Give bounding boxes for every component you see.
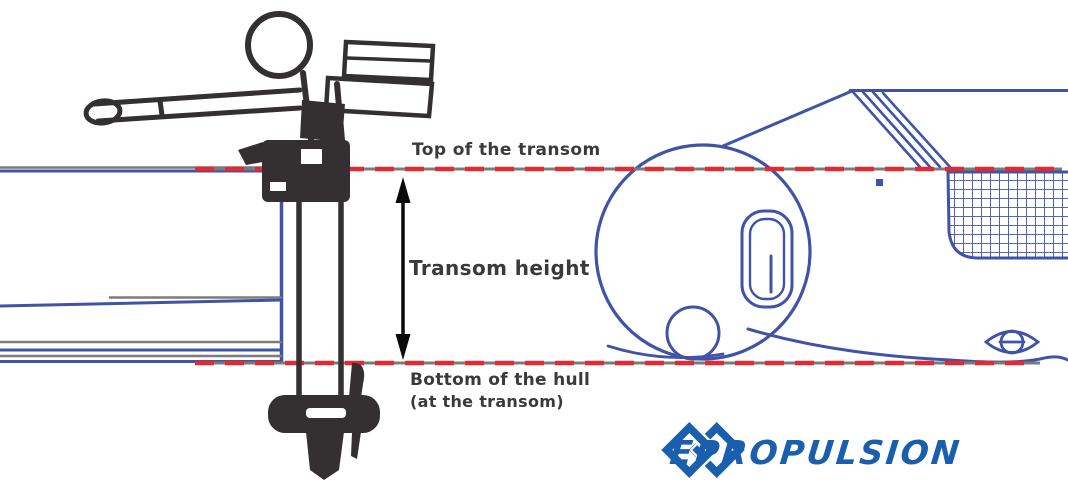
- bottom-reference-label-line1: Bottom of the hull: [410, 370, 591, 390]
- mounting-bracket: [262, 140, 350, 202]
- epropulsion-logo: EPROPULSION: [660, 422, 1060, 482]
- bow-hatch-stripes: [851, 90, 952, 169]
- tube-handle: [740, 209, 794, 309]
- tiller-handle: [83, 87, 303, 126]
- measurement-label: Transom height: [409, 256, 590, 280]
- transom-height-arrow: [395, 177, 411, 360]
- grid-panel: [946, 170, 1068, 260]
- top-reference-label: Top of the transom: [412, 140, 601, 160]
- left-boat-hull-drawing: [0, 166, 284, 364]
- inflatable-boat-drawing: [594, 89, 1068, 364]
- epropulsion-wordmark: EPROPULSION: [667, 432, 964, 472]
- epropulsion-logo-icon: [660, 422, 745, 478]
- outboard-motor-drawing: [83, 11, 436, 480]
- towing-eye-fitting: [983, 329, 1041, 355]
- bottom-reference-label-line2: (at the transom): [410, 392, 564, 411]
